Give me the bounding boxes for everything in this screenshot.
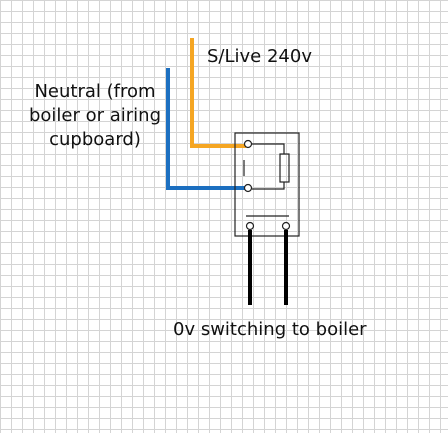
terminal-live xyxy=(243,139,253,149)
terminal-neutral xyxy=(243,183,253,193)
relay-outline xyxy=(234,132,300,237)
live-label: S/Live 240v xyxy=(207,46,312,67)
switching-label: 0v switching to boiler xyxy=(173,319,367,340)
terminal-switch-2 xyxy=(281,221,291,231)
relay-coil-link xyxy=(252,143,285,190)
neutral-wire xyxy=(166,68,246,190)
neutral-label: Neutral (from boiler or airing cupboard) xyxy=(20,80,170,152)
neutral-label-line-1: Neutral (from xyxy=(34,81,156,102)
relay-coil xyxy=(279,153,290,183)
relay-block xyxy=(234,132,300,237)
neutral-label-line-3: cupboard) xyxy=(49,129,141,150)
neutral-label-line-2: boiler or airing xyxy=(28,105,162,126)
live-wire xyxy=(190,38,246,148)
terminal-switch-1 xyxy=(245,221,255,231)
